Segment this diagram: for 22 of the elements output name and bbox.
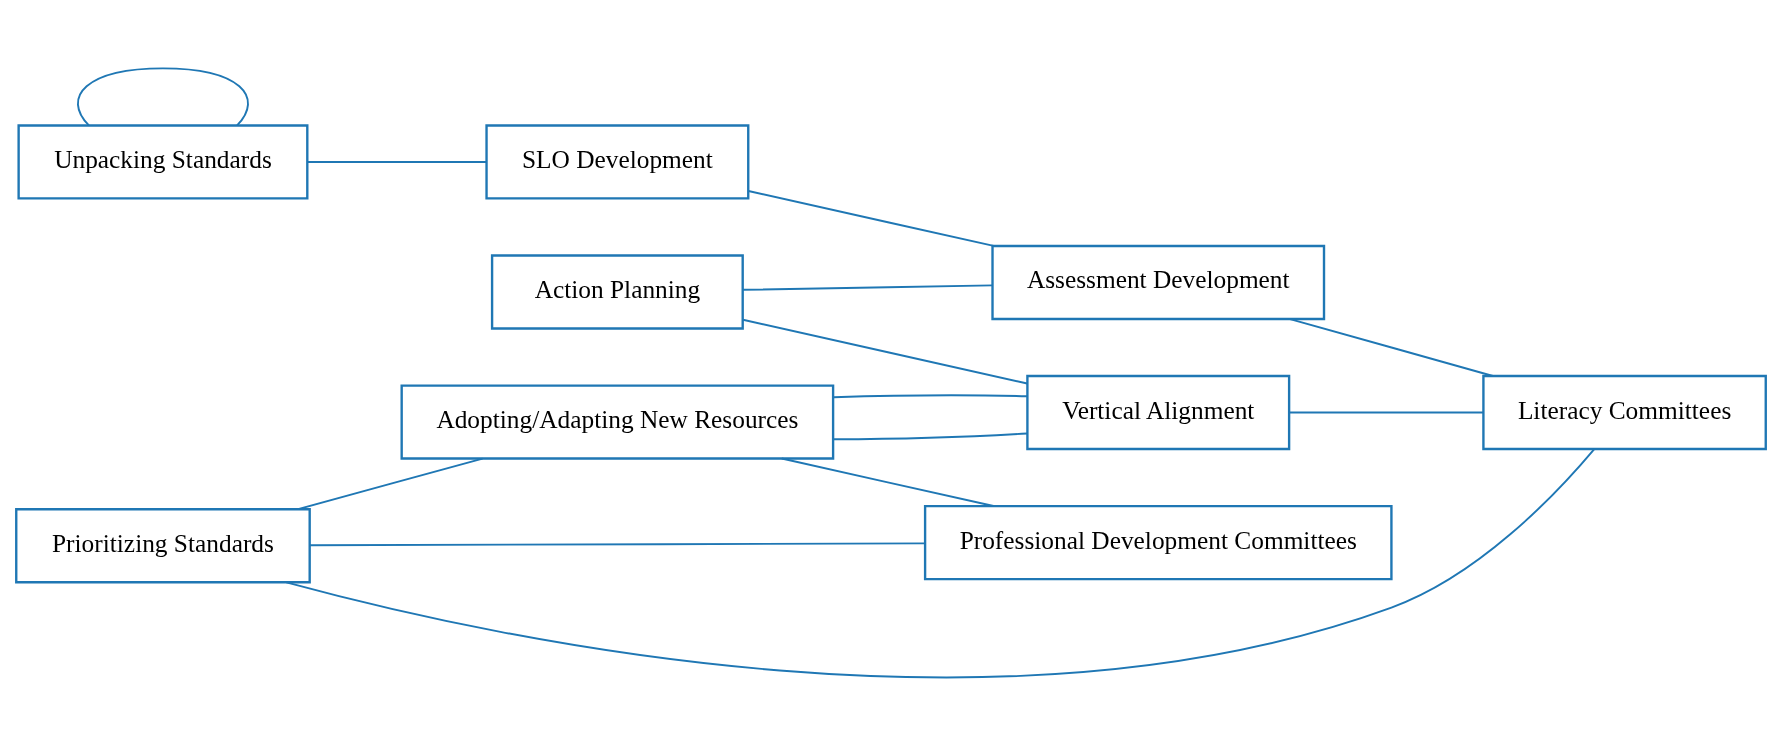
connector [780,457,994,507]
connector [832,432,1028,441]
connector [832,394,1028,399]
node-box: Vertical Alignment [1025,374,1290,451]
node-box: Professional Development Committees [923,504,1393,581]
connector [747,190,995,247]
node-box: Prioritizing Standards [14,508,311,584]
connector [305,161,487,163]
node-box: Action Planning [490,254,744,330]
node-box: SLO Development [484,124,749,200]
connector [1288,318,1494,377]
connector [308,542,926,547]
connector [741,284,993,291]
node-box: Assessment Development [990,244,1325,321]
connector [1288,411,1484,414]
connector [741,318,1028,385]
node-box: Unpacking Standards [16,124,308,200]
node-box: Literacy Committees [1481,374,1767,451]
node-box: Adopting/Adapting New Resources [400,384,834,460]
connector [284,448,1595,678]
connector [76,67,249,127]
connector [296,457,484,511]
